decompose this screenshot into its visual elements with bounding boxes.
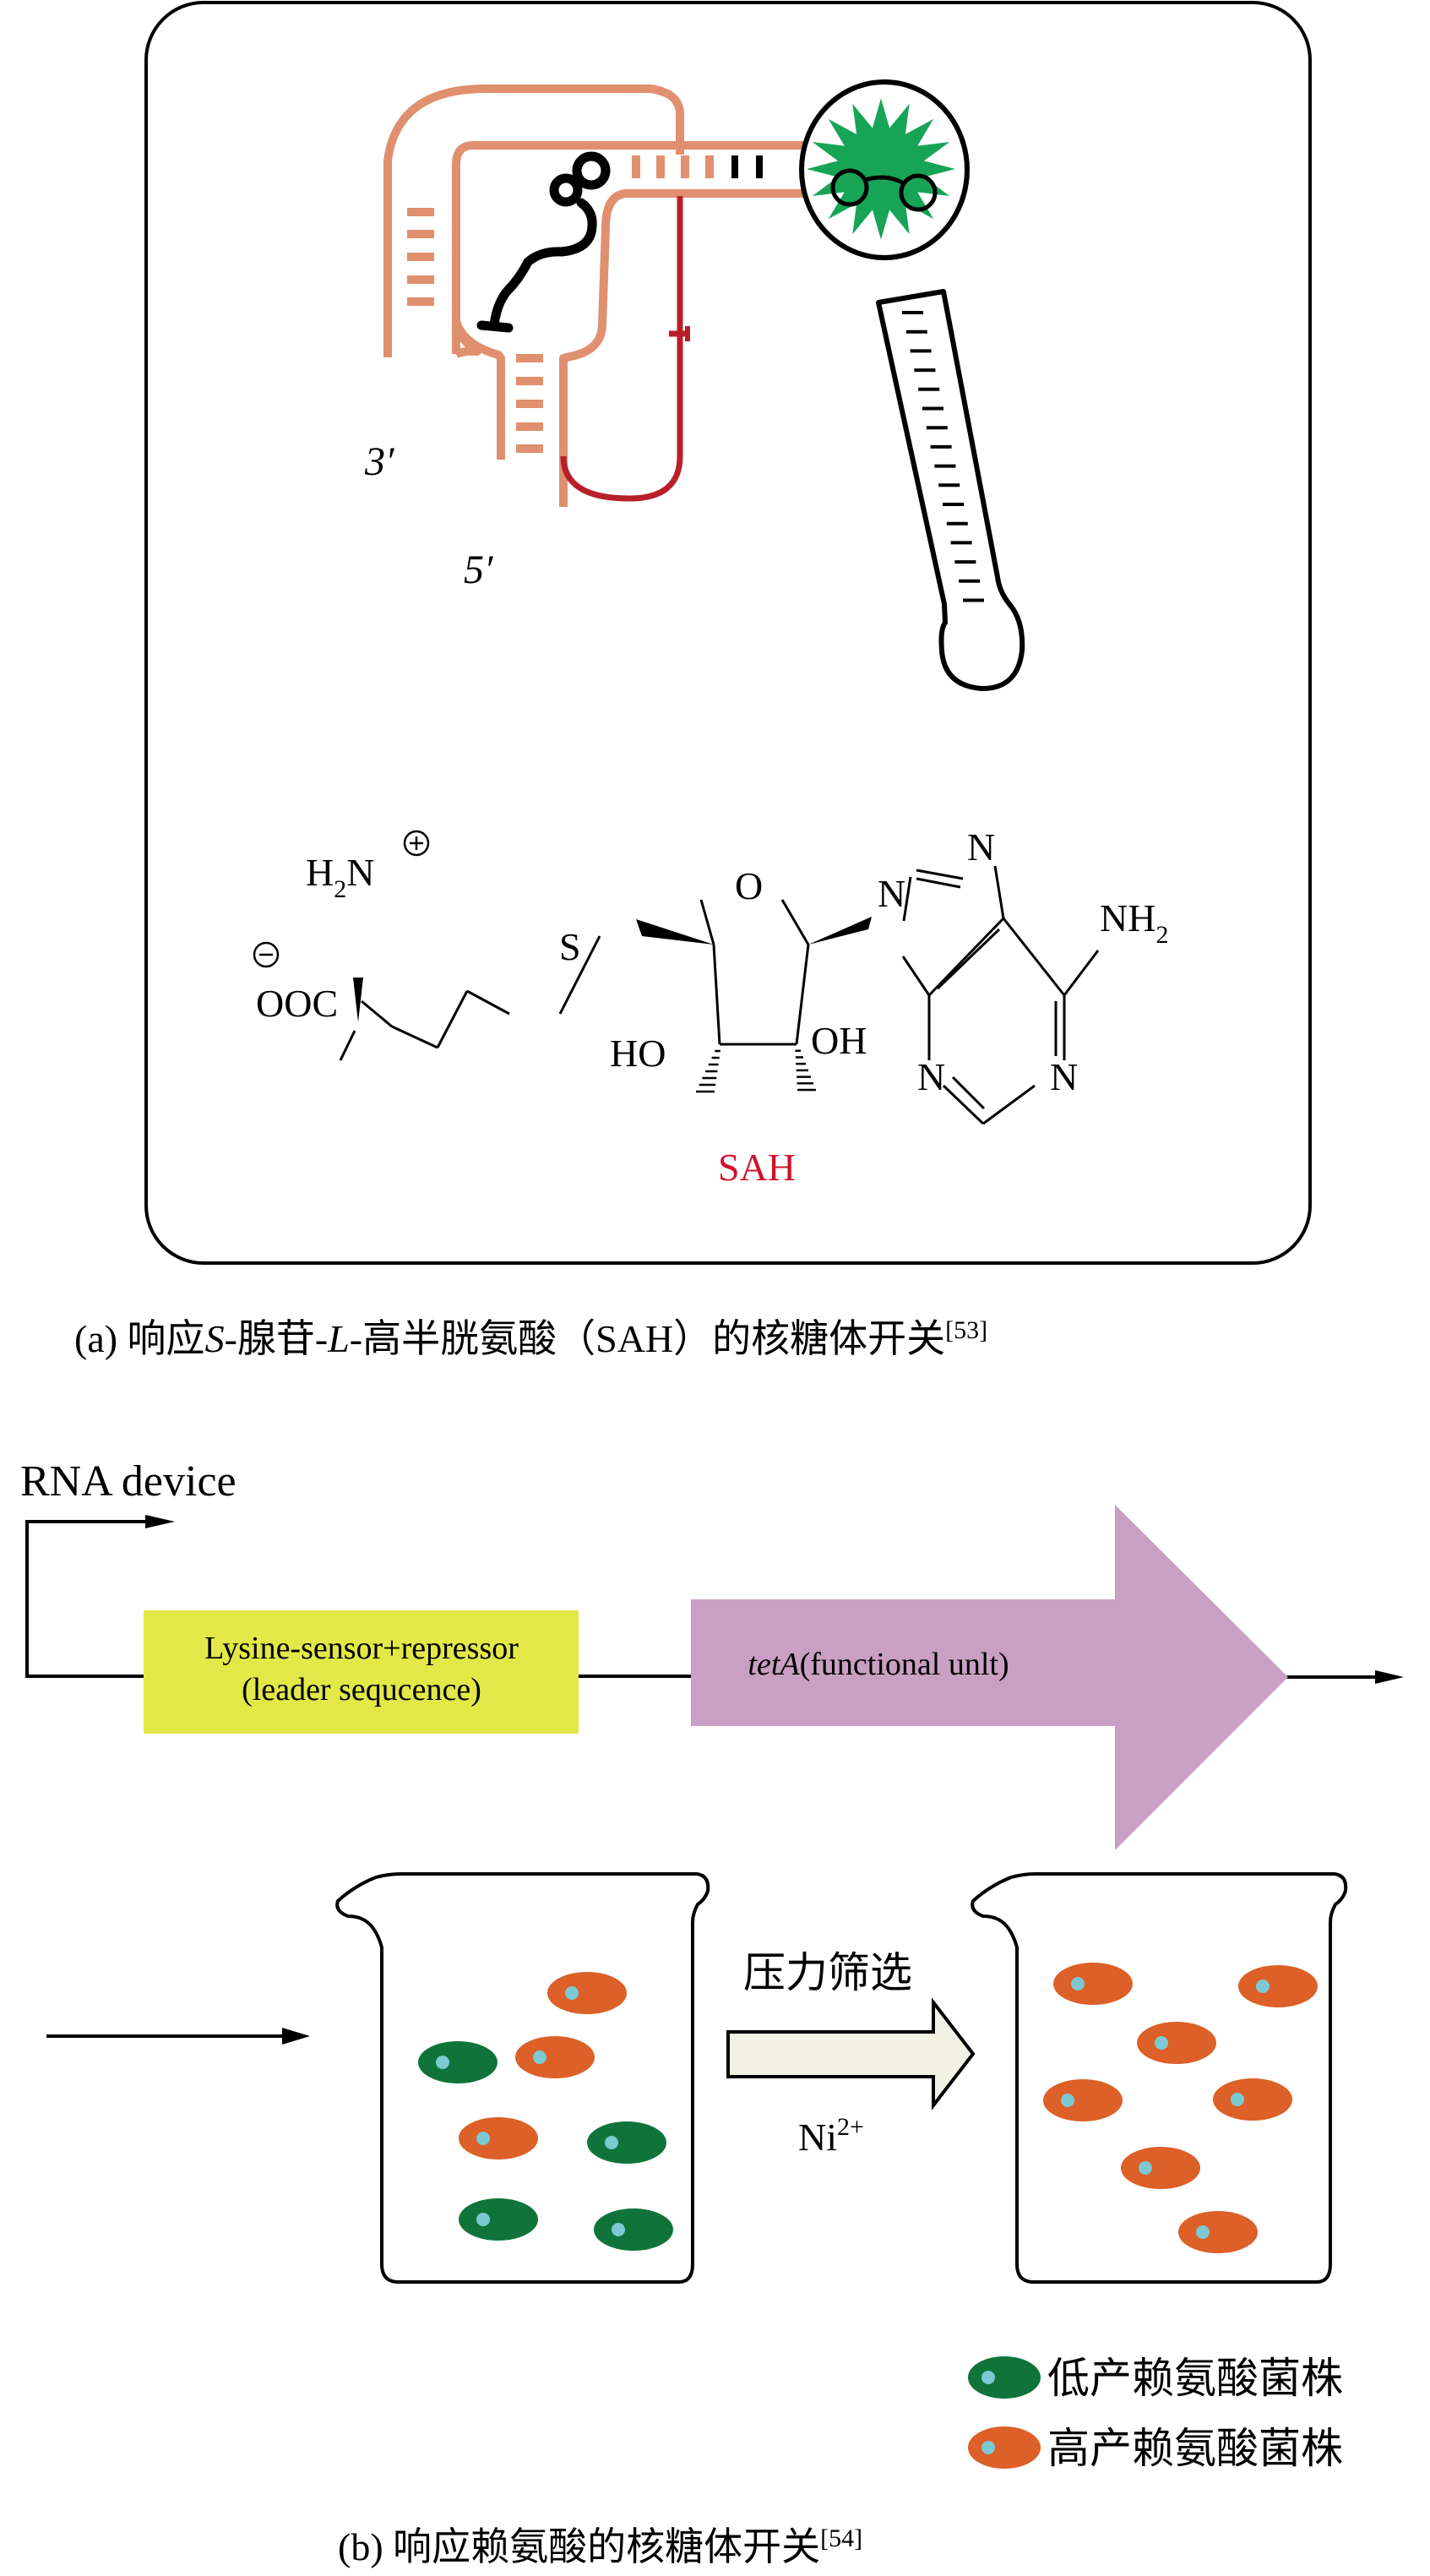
atom-sulfur: S bbox=[559, 925, 581, 968]
low-strain-cell bbox=[587, 2121, 666, 2164]
atom-nh-sub: 2 bbox=[1155, 921, 1168, 949]
sensor-box-line1: Lysine-sensor+repressor bbox=[204, 1631, 519, 1666]
positive-charge-icon bbox=[403, 830, 430, 857]
atom-oh: OH bbox=[811, 1019, 867, 1062]
wedge-bond bbox=[353, 978, 363, 1022]
hashed-bonds bbox=[696, 1049, 816, 1093]
sah-structure: H2N OOC S O HO OH N N N N NH2 SAH bbox=[253, 825, 1168, 1189]
high-strain-cell bbox=[1053, 1963, 1133, 2005]
cell-nucleus bbox=[476, 2132, 490, 2145]
legend-low-label: 低产赖氨酸菌株 bbox=[1047, 2354, 1343, 2403]
selection-arrow bbox=[726, 1997, 976, 2110]
rna-strand-inner-loop-lower bbox=[559, 189, 921, 507]
cell-nucleus bbox=[1061, 2094, 1074, 2107]
molecule-name: SAH bbox=[718, 1146, 796, 1189]
cell-nucleus bbox=[605, 2136, 618, 2149]
high-strain-cell bbox=[459, 2117, 538, 2159]
high-strain-cell bbox=[547, 1972, 627, 2014]
panel-a: 3′ 5′ bbox=[74, 1, 1312, 1360]
base-pairs-bottom bbox=[516, 354, 543, 453]
cell-nucleus bbox=[1155, 2036, 1168, 2050]
high-strain-cell bbox=[1178, 2211, 1258, 2253]
three-prime-label: 3′ bbox=[364, 439, 395, 484]
beaker-before bbox=[335, 1872, 710, 2284]
base-pairs-left bbox=[407, 208, 434, 306]
cell-nucleus bbox=[1139, 2161, 1152, 2175]
atom-n1: N bbox=[1050, 1055, 1078, 1098]
selection-label: 压力筛选 bbox=[743, 1948, 912, 1997]
caption-b: (b) 响应赖氨酸的核糖体开关[54] bbox=[338, 2524, 862, 2568]
base-pairs-top bbox=[632, 155, 763, 178]
atom-n3: N bbox=[917, 1055, 945, 1098]
gene-arrow bbox=[691, 1505, 1288, 1850]
high-strain-cell bbox=[515, 2036, 595, 2078]
cell-nucleus bbox=[436, 2056, 449, 2069]
gene-arrow-label: tetA(functional unlt) bbox=[748, 1647, 1009, 1682]
panel-a-frame bbox=[144, 1, 1312, 1265]
cell-nucleus bbox=[1231, 2093, 1244, 2106]
hairpin-stem bbox=[876, 289, 1025, 691]
cell-nucleus bbox=[476, 2213, 490, 2226]
fluorophore-starburst-icon bbox=[807, 98, 955, 240]
low-strain-cell bbox=[459, 2198, 538, 2241]
high-strain-cell bbox=[1238, 1965, 1318, 2007]
negative-charge-icon bbox=[253, 941, 280, 968]
atom-n7: N bbox=[967, 825, 995, 869]
beaker-after bbox=[971, 1872, 1348, 2284]
sensor-box-line2: (leader sequcence) bbox=[242, 1672, 481, 1707]
cell-nucleus bbox=[533, 2050, 546, 2064]
low-strain-cell bbox=[594, 2208, 673, 2251]
atom-h-sub: 2 bbox=[334, 875, 346, 903]
atom-ho: HO bbox=[610, 1032, 666, 1075]
hairpin-base-pairs bbox=[902, 311, 984, 602]
atom-n9: N bbox=[878, 872, 905, 915]
selection-agent: Ni2+ bbox=[798, 2113, 864, 2159]
cell-nucleus bbox=[565, 1986, 579, 2000]
rna-strand-inner-loop bbox=[452, 141, 921, 354]
high-strain-cell bbox=[1137, 2022, 1216, 2064]
atom-carboxylate: OOC bbox=[256, 982, 338, 1025]
wedge-bond bbox=[808, 917, 872, 945]
terminal-arrowhead-icon bbox=[1375, 1670, 1404, 1684]
high-strain-cell bbox=[1213, 2078, 1292, 2121]
legend-high-label: 高产赖氨酸菌株 bbox=[1047, 2424, 1343, 2473]
cell-nucleus bbox=[1196, 2225, 1210, 2239]
high-strain-cell bbox=[1121, 2147, 1200, 2189]
svg-text:NH2: NH2 bbox=[1100, 896, 1168, 949]
ligand-molecule-icon bbox=[476, 151, 611, 333]
atom-nh: NH bbox=[1100, 896, 1155, 939]
atom-n: N bbox=[346, 851, 374, 894]
beaker-after-cells bbox=[1043, 1963, 1318, 2253]
cell-nucleus bbox=[1256, 1980, 1270, 1993]
cell-nucleus bbox=[1071, 1977, 1085, 1991]
riboswitch-diagram: 3′ 5′ bbox=[364, 79, 1025, 691]
beaker-before-cells bbox=[418, 1972, 673, 2251]
legend-item-low: 低产赖氨酸菌株 bbox=[968, 2354, 1343, 2403]
panel-b: RNA device Lysine-sensor+repressor (lead… bbox=[20, 1457, 1404, 2568]
rna-device-label: RNA device bbox=[20, 1457, 237, 1506]
high-strain-cell-icon bbox=[968, 2426, 1041, 2469]
legend-item-high: 高产赖氨酸菌株 bbox=[968, 2424, 1343, 2473]
promoter-arrowhead-icon bbox=[145, 1515, 175, 1528]
five-prime-label: 5′ bbox=[464, 547, 494, 592]
legend: 低产赖氨酸菌株 高产赖氨酸菌株 bbox=[968, 2354, 1343, 2473]
low-strain-cell bbox=[418, 2041, 498, 2083]
cell-nucleus bbox=[612, 2223, 625, 2236]
fluorophore-dye-icon bbox=[830, 168, 938, 212]
sensor-box bbox=[144, 1610, 579, 1734]
sah-bonds bbox=[339, 865, 1100, 1125]
expression-strand bbox=[560, 196, 683, 502]
rna-strand-bulge bbox=[452, 319, 505, 460]
input-arrowhead-icon bbox=[282, 2028, 310, 2045]
high-strain-cell bbox=[1043, 2079, 1123, 2121]
wedge-bond bbox=[636, 919, 714, 945]
atom-h: H bbox=[306, 851, 334, 894]
promoter-icon bbox=[25, 1520, 160, 1678]
rna-strand-3prime bbox=[383, 84, 684, 357]
atom-ring-oxygen: O bbox=[735, 864, 763, 907]
caption-a: (a) 响应S-腺苷-L-高半胱氨酸（SAH）的核糖体开关[53] bbox=[74, 1316, 987, 1360]
low-strain-cell-icon bbox=[968, 2356, 1041, 2399]
svg-text:H2N: H2N bbox=[306, 851, 374, 903]
